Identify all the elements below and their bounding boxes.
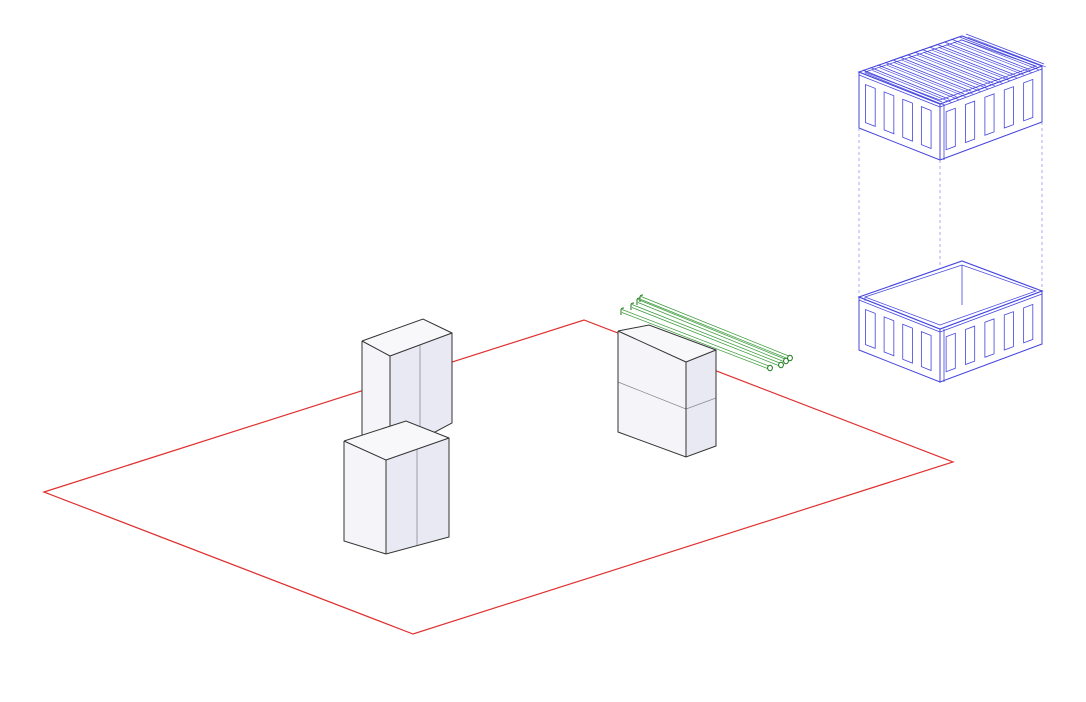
pipe-line [631, 307, 782, 367]
enclosure-line [936, 43, 1016, 76]
enclosure-slot [965, 325, 976, 366]
equipment-box-front[interactable] [343, 420, 450, 555]
enclosure-slot [920, 106, 932, 150]
enclosure-line [938, 47, 1017, 79]
enclosure-line [877, 64, 957, 97]
pipe-line [631, 304, 782, 364]
enclosure-slot [984, 318, 995, 358]
box-edge [385, 437, 450, 461]
box-left-face [362, 341, 390, 456]
enclosure-line [943, 41, 1023, 73]
pipe-line [640, 296, 791, 357]
enclosure-slot [883, 316, 895, 357]
equipment-box-stacked[interactable] [617, 324, 717, 458]
box-edge [685, 349, 717, 363]
enclosure-line [858, 74, 941, 108]
enclosure-line [967, 36, 1047, 68]
enclosure-slot [865, 308, 876, 349]
pipe-start [639, 294, 644, 302]
box-left-face [344, 441, 386, 554]
enclosure-line [939, 293, 1043, 333]
pipe-line [637, 299, 787, 360]
enclosure-line [953, 41, 1032, 73]
enclosure-slot [1023, 78, 1034, 122]
pipe-bundle[interactable] [620, 294, 793, 372]
box-top-face [362, 319, 452, 356]
pipe-end [778, 361, 784, 369]
enclosure-line [858, 299, 941, 333]
pipe-line [640, 299, 791, 360]
enclosure-base[interactable] [857, 260, 1044, 383]
enclosure-line [931, 49, 1010, 81]
pipe-start [636, 297, 641, 305]
enclosure-line [958, 36, 1037, 68]
box-edge [361, 340, 391, 357]
enclosure-line [870, 67, 950, 100]
box-edge [617, 330, 687, 363]
enclosure-line [916, 54, 996, 87]
enclosure-line [862, 69, 943, 103]
enclosure-line [886, 65, 966, 98]
enclosure-slot [965, 100, 976, 144]
enclosure-slot [902, 323, 913, 364]
enclosure-line [914, 51, 994, 84]
enclosure-slot [865, 83, 876, 127]
enclosure-slot [984, 93, 995, 136]
enclosure-line [899, 56, 979, 89]
enclosure-line [965, 33, 1045, 65]
box-edge [343, 440, 387, 461]
enclosure-line [892, 59, 972, 92]
box-top-face [344, 421, 449, 460]
box-divider [685, 397, 717, 410]
enclosure-line [923, 52, 1003, 84]
enclosure-line [872, 70, 952, 103]
enclosure-line [939, 68, 1043, 108]
enclosure-line [901, 59, 981, 92]
enclosure-line [864, 72, 945, 106]
enclosure-line [906, 54, 986, 87]
site-boundary [42, 319, 955, 635]
pipe-start [630, 302, 635, 310]
enclosure-slot [945, 107, 956, 151]
enclosure-line [929, 46, 1008, 78]
enclosure-line [894, 62, 974, 95]
enclosure-line [951, 38, 1030, 70]
enclosure-line [960, 39, 1039, 70]
enclosure-slot [945, 332, 956, 373]
enclosure-slot [920, 331, 932, 372]
enclosure-line [921, 49, 1001, 81]
box-top-face [618, 325, 716, 362]
enclosure-slot [1023, 303, 1034, 344]
box-right-face [386, 438, 449, 554]
box-edge [389, 332, 453, 357]
enclosure-slot [883, 91, 895, 135]
box-edge [617, 324, 717, 458]
enclosure-line [884, 61, 965, 95]
enclosure-slot [1003, 311, 1014, 351]
enclosure-module[interactable] [857, 33, 1047, 383]
enclosure-line [879, 67, 959, 100]
box-edge [343, 420, 450, 555]
pipe-line [621, 309, 771, 367]
enclosure-slot [902, 98, 913, 142]
box-left-face [618, 331, 686, 457]
pipe-start [620, 307, 625, 315]
enclosure-line [909, 57, 988, 89]
pipe-line [637, 302, 787, 363]
enclosure-roof[interactable] [857, 33, 1047, 161]
pipe-end [767, 364, 773, 372]
pipe-line [621, 312, 771, 370]
enclosure-rim [863, 264, 1038, 326]
enclosure-slot [1003, 86, 1014, 129]
box-divider [617, 381, 687, 410]
pipe-end [787, 354, 793, 362]
enclosure-line [945, 44, 1025, 76]
